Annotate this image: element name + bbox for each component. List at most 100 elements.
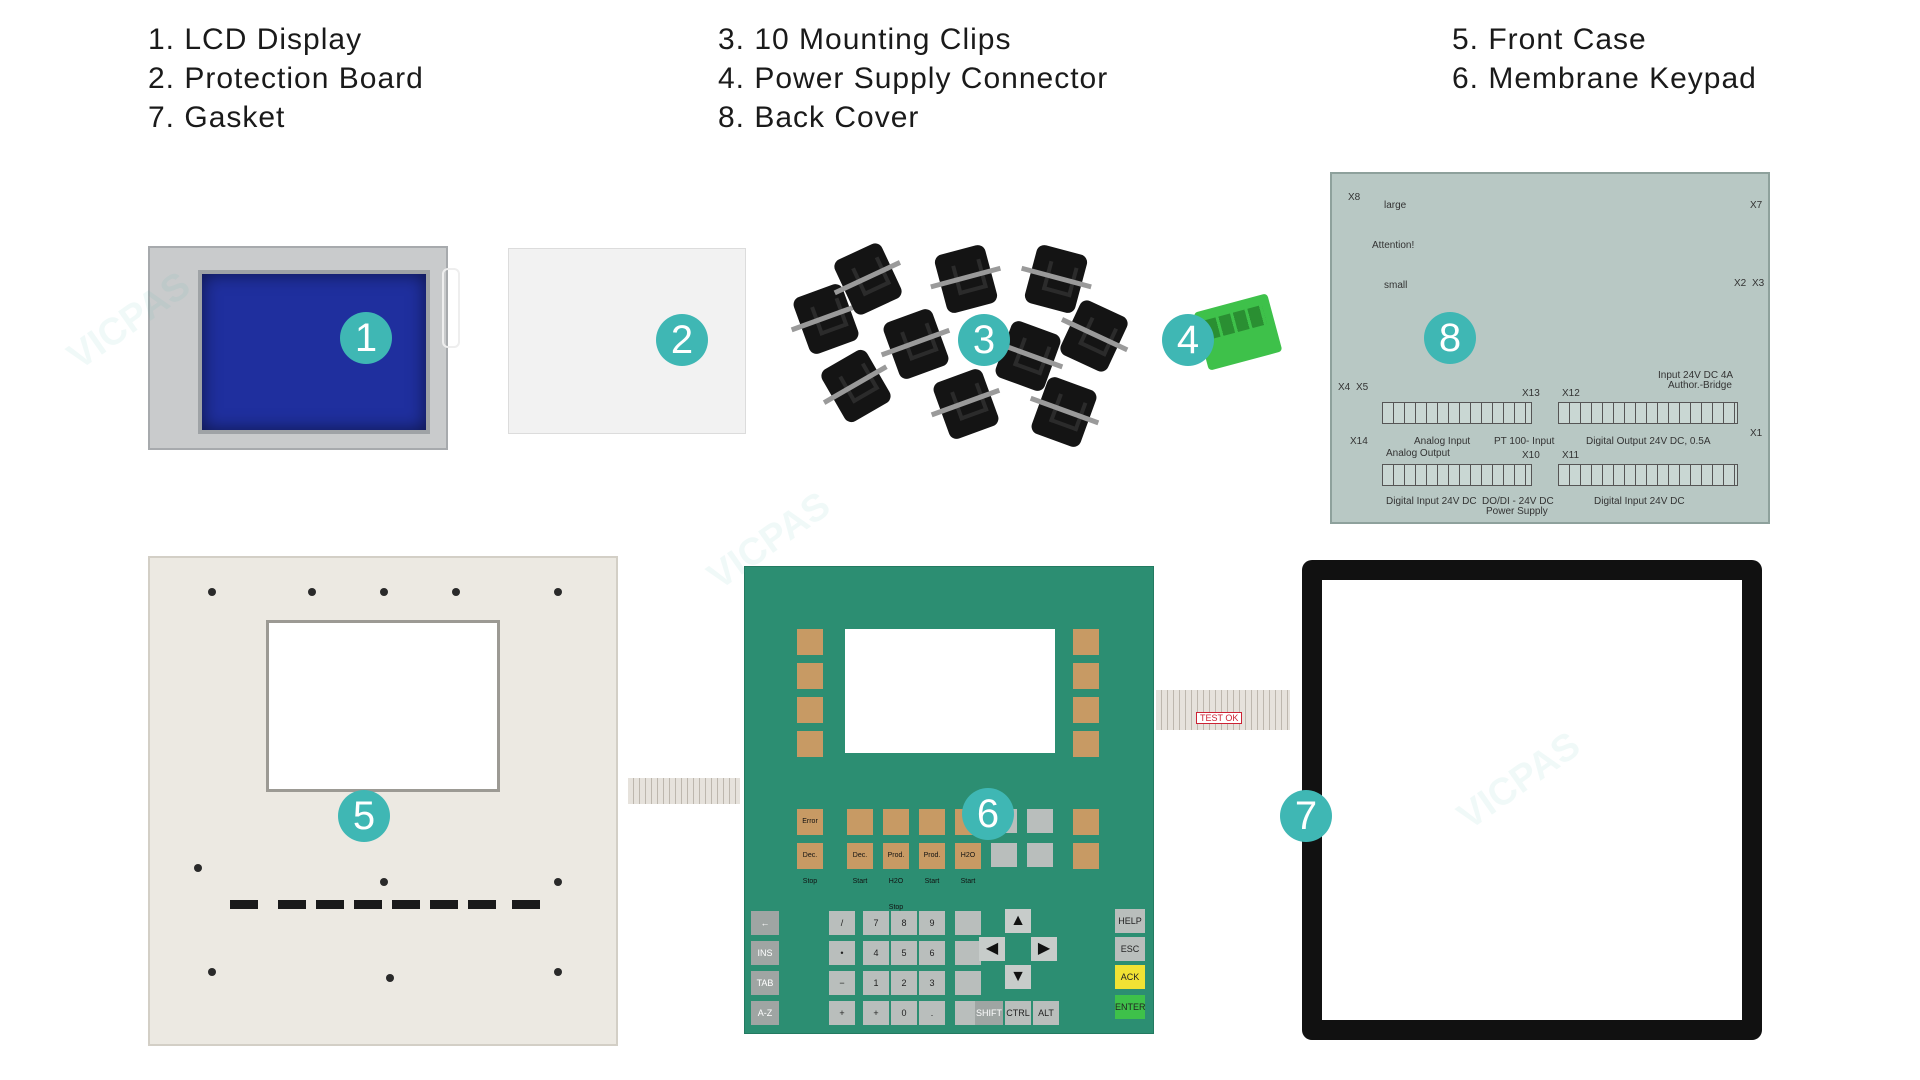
- function-key[interactable]: [1073, 843, 1099, 869]
- arrow-right-icon[interactable]: ▶: [1031, 937, 1057, 961]
- label-x1: X1: [1750, 428, 1763, 439]
- softkey-left[interactable]: [797, 697, 823, 723]
- backspace-key[interactable]: ←: [751, 911, 779, 935]
- function-key-tool[interactable]: [1073, 809, 1099, 835]
- key-slot: [354, 900, 382, 909]
- help-key[interactable]: HELP: [1115, 909, 1145, 933]
- label-digital-output: Digital Output 24V DC, 0.5A: [1586, 436, 1711, 447]
- equals-key[interactable]: [955, 971, 981, 995]
- legend-col2: 3. 10 Mounting Clips 4. Power Supply Con…: [718, 20, 1108, 137]
- front-case-window: [266, 620, 500, 792]
- a-z-key[interactable]: A-Z: [751, 1001, 779, 1025]
- badge-6: 6: [962, 788, 1014, 840]
- function-key[interactable]: [883, 809, 909, 835]
- badge-8: 8: [1424, 312, 1476, 364]
- softkey-right[interactable]: [1073, 731, 1099, 757]
- ack-key[interactable]: ACK: [1115, 965, 1145, 989]
- label-dodi: DO/DI - 24V DC: [1482, 496, 1554, 507]
- badge-7: 7: [1280, 790, 1332, 842]
- key-slot: [468, 900, 496, 909]
- num-key[interactable]: 3: [919, 971, 945, 995]
- label-x8: X8: [1348, 192, 1361, 203]
- function-key-prod-h2o-stop[interactable]: Prod. H2O Stop: [883, 843, 909, 911]
- arrow-left-icon[interactable]: ◀: [979, 937, 1005, 961]
- label-x13: X13: [1522, 388, 1540, 399]
- mounting-clip: [933, 243, 999, 315]
- num-key[interactable]: +: [829, 1001, 855, 1025]
- num-key[interactable]: 9: [919, 911, 945, 935]
- softkey-left[interactable]: [797, 663, 823, 689]
- test-ok-tag: TEST OK: [1196, 712, 1243, 724]
- key-slot: [392, 900, 420, 909]
- ctrl-key[interactable]: CTRL: [1005, 1001, 1031, 1025]
- softkey-right[interactable]: [1073, 629, 1099, 655]
- softkey-left[interactable]: [797, 629, 823, 655]
- terminal-block: [1558, 402, 1738, 424]
- softkey-right[interactable]: [1073, 663, 1099, 689]
- label-power-supply: Power Supply: [1486, 506, 1548, 517]
- num-key[interactable]: 8: [891, 911, 917, 935]
- badge-3: 3: [958, 314, 1010, 366]
- shift-key[interactable]: SHIFT: [975, 1001, 1003, 1025]
- enter-key[interactable]: ENTER: [1115, 995, 1146, 1019]
- legend-col1: 1. LCD Display 2. Protection Board 7. Ga…: [148, 20, 424, 137]
- alt-key[interactable]: ALT: [1033, 1001, 1059, 1025]
- label-input-24v: Input 24V DC 4A: [1658, 370, 1734, 381]
- num-key[interactable]: 6: [919, 941, 945, 965]
- legend-item-lcd: 1. LCD Display: [148, 23, 363, 56]
- num-key[interactable]: 1: [863, 971, 889, 995]
- mount-hole: [452, 588, 460, 596]
- protection-board-image: [508, 248, 746, 434]
- ins-del-key[interactable]: INS DEL: [751, 941, 779, 982]
- function-key-dec-stop[interactable]: Dec. Stop: [797, 843, 823, 885]
- legend-item-back-cover: 8. Back Cover: [718, 101, 920, 134]
- function-key-gray[interactable]: [1027, 809, 1053, 833]
- function-key-gray[interactable]: [1027, 843, 1053, 867]
- badge-1: 1: [340, 312, 392, 364]
- terminal-block: [1558, 464, 1738, 486]
- label-digital-input-1: Digital Input 24V DC: [1386, 496, 1477, 507]
- arrow-up-icon[interactable]: ▲: [1005, 909, 1031, 933]
- lcd-screen: [198, 270, 430, 434]
- key-slot: [230, 900, 258, 909]
- num-key[interactable]: .: [919, 1001, 945, 1025]
- num-key[interactable]: 4: [863, 941, 889, 965]
- function-key-prod-start[interactable]: Prod. Start: [919, 843, 945, 885]
- key-slot: [316, 900, 344, 909]
- legend-item-front-case: 5. Front Case: [1452, 23, 1647, 56]
- num-key[interactable]: 2: [891, 971, 917, 995]
- label-x14: X14: [1350, 436, 1368, 447]
- mounting-clip: [818, 347, 894, 425]
- num-key[interactable]: −: [829, 971, 855, 995]
- page-down-key[interactable]: [955, 941, 981, 965]
- label-pt100: PT 100- Input: [1494, 436, 1555, 447]
- arrow-down-icon[interactable]: ▼: [1005, 965, 1031, 989]
- label-x2: X2: [1734, 278, 1747, 289]
- keypad-ribbon-left: [628, 778, 740, 804]
- tab-key[interactable]: TAB: [751, 971, 779, 995]
- function-key-error[interactable]: Error: [797, 809, 823, 835]
- label-x10: X10: [1522, 450, 1540, 461]
- function-key[interactable]: [847, 809, 873, 835]
- function-key-h2o-start[interactable]: H2O Start: [955, 843, 981, 885]
- softkey-right[interactable]: [1073, 697, 1099, 723]
- softkey-left[interactable]: [797, 731, 823, 757]
- num-key[interactable]: 0: [891, 1001, 917, 1025]
- num-key[interactable]: 5: [891, 941, 917, 965]
- label-large: large: [1384, 200, 1407, 211]
- label-x5: X5: [1356, 382, 1369, 393]
- num-key[interactable]: •: [829, 941, 855, 965]
- num-key[interactable]: +: [863, 1001, 889, 1025]
- mount-hole: [554, 968, 562, 976]
- function-key-gray[interactable]: [991, 843, 1017, 867]
- num-key[interactable]: /: [829, 911, 855, 935]
- badge-5: 5: [338, 790, 390, 842]
- mount-hole: [554, 878, 562, 886]
- page-up-key[interactable]: [955, 911, 981, 935]
- label-small: small: [1384, 280, 1408, 291]
- esc-key[interactable]: ESC: [1115, 937, 1145, 961]
- function-key[interactable]: [919, 809, 945, 835]
- function-key-dec-start[interactable]: Dec. Start: [847, 843, 873, 885]
- num-key[interactable]: 7: [863, 911, 889, 935]
- legend-item-power-connector: 4. Power Supply Connector: [718, 62, 1109, 95]
